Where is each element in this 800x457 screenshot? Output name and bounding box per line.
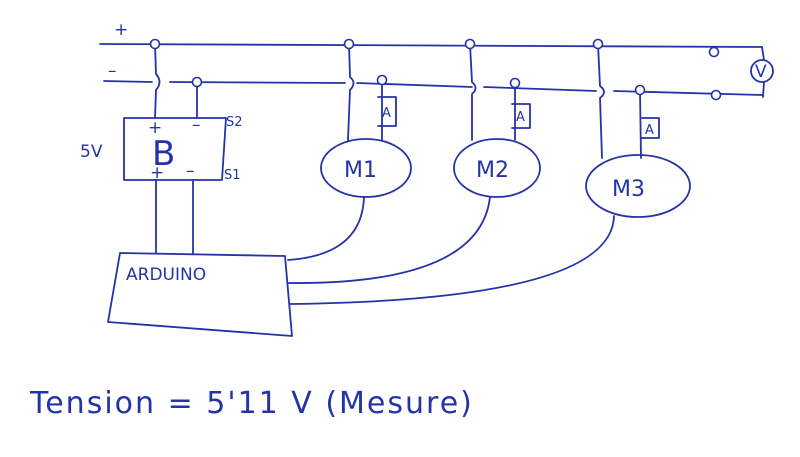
voltmeter-circle xyxy=(750,59,774,83)
battery-voltage-label: 5V xyxy=(80,142,103,162)
voltmeter-label: V xyxy=(755,62,767,82)
motor-m1-branch: A M1 xyxy=(287,43,412,261)
switch-label-s2: S2 xyxy=(226,115,243,130)
switch-label-s1: S1 xyxy=(224,168,241,183)
motor-m3-label: M3 xyxy=(612,177,645,202)
arduino-board: ARDUINO xyxy=(107,252,293,337)
negative-rail-label: – xyxy=(108,61,117,81)
arduino-label: ARDUINO xyxy=(126,265,206,285)
junction-dot xyxy=(708,46,720,58)
tension-note: Tension = 5'11 V (Mesure) xyxy=(29,386,474,421)
junction-dot xyxy=(191,76,203,88)
positive-rail: + xyxy=(99,20,763,48)
junction-dot xyxy=(464,38,476,50)
motor-m1-label: M1 xyxy=(344,158,377,183)
ammeter-a3-label: A xyxy=(645,123,654,138)
battery-bottom-minus: – xyxy=(186,161,195,181)
motor-m3 xyxy=(585,154,691,218)
voltmeter: V xyxy=(750,46,774,98)
motor-m2-label: M2 xyxy=(476,158,509,183)
junction-dot xyxy=(376,74,388,86)
ammeter-a2-label: A xyxy=(516,110,525,125)
battery: B + – + – 5V S2 S1 xyxy=(80,43,243,254)
positive-rail-label: + xyxy=(114,20,128,40)
motor-m1 xyxy=(320,138,412,198)
junction-dot xyxy=(634,84,646,96)
junction-dot xyxy=(343,38,355,50)
junction-dot xyxy=(509,77,521,89)
junction-dot xyxy=(710,89,722,101)
motor-m2 xyxy=(453,138,541,198)
battery-top-minus: – xyxy=(192,115,201,135)
battery-top-plus: + xyxy=(148,118,162,138)
battery-letter: B xyxy=(152,134,175,174)
motor-m3-branch: A M3 xyxy=(289,43,691,305)
junctions xyxy=(149,38,722,101)
negative-rail: – xyxy=(103,61,763,96)
junction-dot xyxy=(592,38,604,50)
junction-dot xyxy=(149,38,161,50)
motor-m2-branch: A M2 xyxy=(287,43,541,284)
ammeter-a1-label: A xyxy=(382,106,391,121)
battery-bottom-plus: + xyxy=(150,163,164,183)
